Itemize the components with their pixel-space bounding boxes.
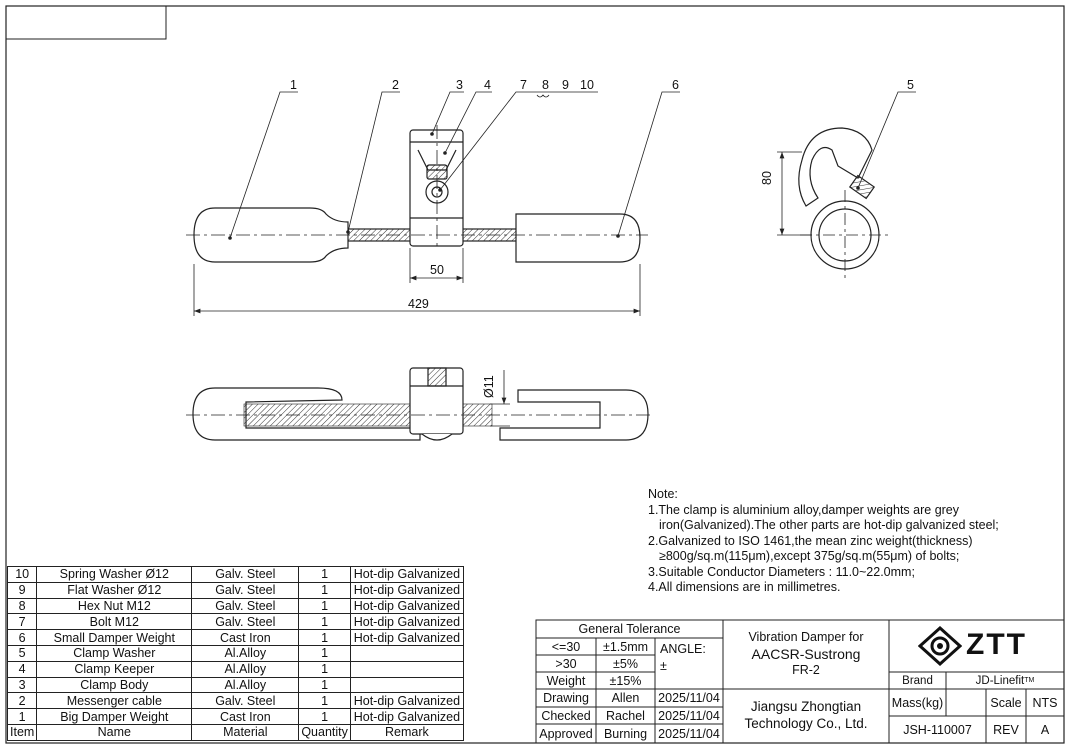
balloon-8: 8: [542, 78, 549, 92]
balloon-4: 4: [484, 78, 491, 92]
side-view: [798, 127, 890, 282]
bom-cell: 2: [6, 692, 38, 710]
sign-name: Allen: [611, 691, 640, 705]
balloon-leaders: [229, 91, 916, 239]
note-line: 4.All dimensions are in millimetres.: [648, 580, 841, 594]
angle-value: ±: [660, 659, 667, 673]
note-line: ≥800g/sq.m(115μm),except 375g/sq.m(55μm)…: [659, 549, 960, 563]
balloon-3: 3: [456, 78, 463, 92]
bom-cell: Hot-dip Galvanized: [349, 692, 464, 710]
clamp-hook-side: [798, 127, 873, 207]
company-name-2: Technology Co., Ltd.: [744, 715, 868, 731]
logo-text: ZTT: [966, 628, 1027, 661]
company-name-1: Jiangsu Zhongtian: [750, 698, 862, 714]
bom-cell: Hot-dip Galvanized: [349, 629, 464, 646]
bom-cell: Quantity: [298, 723, 351, 741]
dim-label-429: 429: [408, 297, 429, 311]
tolerance-title: General Tolerance: [578, 622, 681, 636]
ztt-logo-icon: [918, 626, 962, 666]
bom-cell: Al.Alloy: [191, 644, 300, 662]
angle-label: ANGLE:: [660, 642, 706, 656]
product-title-2: AACSR-Sustrong: [751, 645, 861, 662]
big-damper-top: [192, 387, 421, 441]
balloon-6: 6: [672, 78, 679, 92]
bom-cell: Item: [6, 723, 38, 741]
tol-value: ±1.5mm: [602, 639, 649, 654]
dim-label-50: 50: [430, 263, 444, 277]
scale-value: NTS: [1032, 695, 1058, 710]
bom-cell: Galv. Steel: [191, 566, 300, 583]
bom-cell: Hot-dip Galvanized: [349, 597, 464, 615]
balloon-7: 7: [520, 78, 527, 92]
brand-label: Brand: [902, 674, 933, 687]
sheet-border: [5, 5, 1065, 744]
bom-cell: Big Damper Weight: [36, 708, 193, 725]
note-line: 3.Suitable Conductor Diameters : 11.0~22…: [648, 565, 915, 579]
sign-role: Approved: [539, 726, 593, 741]
bom-cell: Cast Iron: [191, 708, 300, 725]
product-model: FR-2: [792, 662, 820, 677]
mass-label: Mass(kg): [891, 695, 944, 710]
dim-overall-length: [193, 264, 641, 316]
balloon-5: 5: [907, 78, 914, 92]
balloon-10: 10: [580, 78, 594, 92]
bom-cell: Remark: [349, 723, 464, 741]
product-title-1: Vibration Damper for: [748, 629, 864, 644]
bom-cell: Clamp Keeper: [36, 660, 193, 678]
bom-cell: Galv. Steel: [191, 581, 300, 599]
balloon-2: 2: [392, 78, 399, 92]
note-line: iron(Galvanized).The other parts are hot…: [659, 518, 999, 532]
scale-label: Scale: [990, 695, 1022, 710]
tol-label: <=30: [551, 639, 581, 654]
note-line: 2.Galvanized to ISO 1461,the mean zinc w…: [648, 534, 973, 548]
sign-date: 2025/11/04: [658, 708, 720, 723]
corner-box: [5, 5, 167, 40]
sign-role: Checked: [541, 708, 591, 723]
sign-name: Rachel: [606, 708, 645, 723]
small-damper-weight: [515, 213, 641, 263]
tol-label: Weight: [546, 673, 586, 688]
small-damper-top: [499, 389, 649, 441]
rev-label: REV: [993, 722, 1019, 737]
rev-value: A: [1040, 722, 1050, 737]
sign-name: Burning: [603, 726, 648, 741]
balloon-9: 9: [562, 78, 569, 92]
sign-date: 2025/11/04: [658, 691, 720, 705]
sign-role: Drawing: [543, 691, 589, 705]
mass-value: [946, 689, 986, 716]
top-view: [186, 367, 650, 441]
front-view: [186, 125, 648, 263]
bom-cell: Small Damper Weight: [36, 629, 193, 646]
bom-cell: Material: [191, 723, 300, 741]
balloon-1: 1: [290, 78, 297, 92]
sign-date: 2025/11/04: [658, 726, 720, 741]
dim-side-height: [777, 151, 812, 236]
drawing-number: JSH-110007: [903, 722, 972, 737]
tol-value: ±5%: [613, 656, 638, 671]
dim-cable-dia: [490, 370, 510, 427]
tol-value: ±15%: [609, 673, 642, 688]
notes-heading: Note:: [648, 487, 678, 501]
bom-cell: Hot-dip Galvanized: [349, 581, 464, 599]
note-line: 1.The clamp is aluminium alloy,damper we…: [648, 503, 960, 517]
dim-clamp-width: [409, 248, 464, 283]
bom-cell: Galv. Steel: [191, 597, 300, 615]
tol-label: >30: [555, 656, 577, 671]
